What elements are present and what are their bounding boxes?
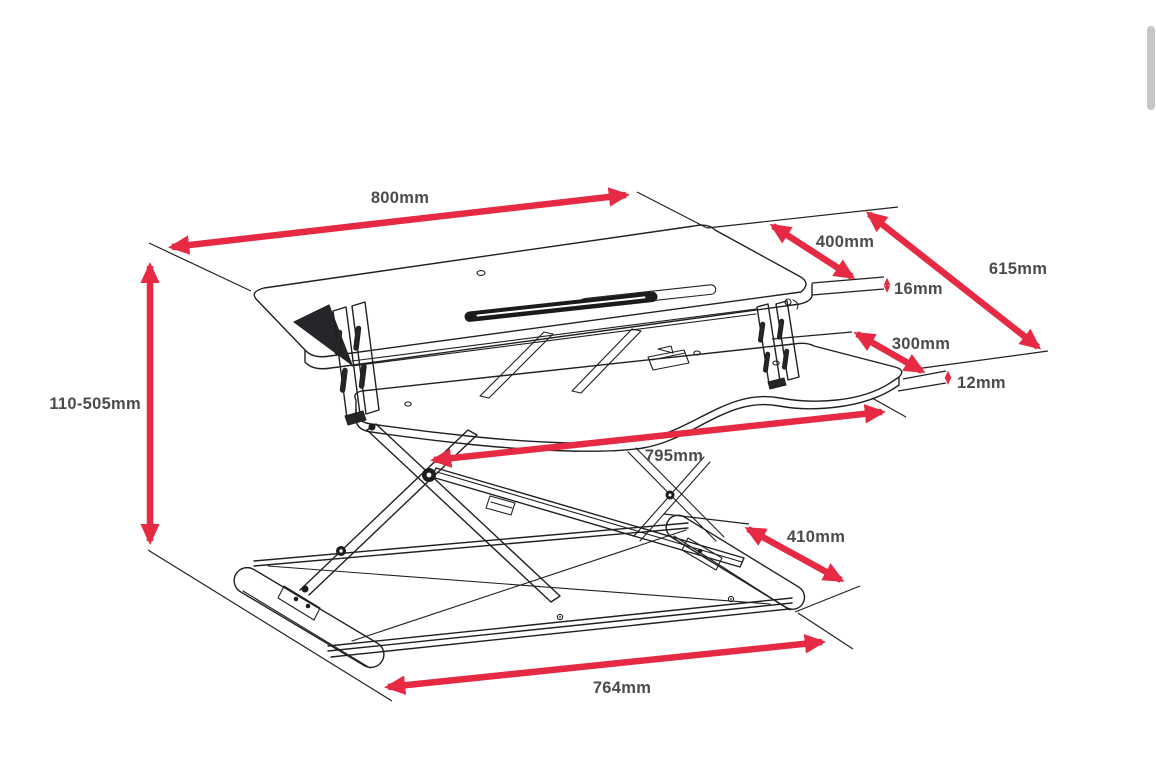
dimension-arrows: [140, 187, 1042, 695]
right-foot: [665, 514, 806, 611]
left-foot: [233, 566, 385, 669]
lift-arm-braces: [479, 328, 690, 399]
dim-tray-width-label: 795mm: [645, 447, 703, 465]
dim-top-width-label: 800mm: [371, 189, 429, 207]
dim-tray-thickness-label: 12mm: [957, 374, 1006, 392]
scissor-lift-legs: [299, 423, 725, 603]
dimension-labels: 800mm 400mm 615mm 16mm 300mm 12mm 110-50…: [49, 189, 1047, 697]
right-support-bracket: [756, 298, 800, 390]
dim-top-depth-arrow: [769, 223, 856, 280]
extension-lines: [147, 191, 1049, 702]
dim-top-thickness-label: 16mm: [894, 280, 943, 298]
dim-base-width-label: 764mm: [593, 679, 651, 697]
scrollbar-thumb[interactable]: [1147, 26, 1155, 110]
keyboard-tray: [354, 342, 903, 452]
dim-overall-depth-arrow: [865, 211, 1042, 350]
dim-base-width-arrow: [384, 634, 826, 695]
dim-tray-depth-arrow: [853, 331, 926, 374]
dim-tray-width-arrow: [430, 404, 886, 468]
grommet-hole: [476, 270, 486, 276]
dim-height-range-label: 110-505mm: [49, 395, 141, 413]
dim-top-depth-label: 400mm: [816, 233, 874, 251]
dim-base-depth-arrow: [744, 526, 845, 583]
dim-tray-depth-label: 300mm: [892, 335, 950, 353]
dim-overall-depth-label: 615mm: [989, 260, 1047, 278]
tablet-slot: [464, 284, 717, 322]
desk-top-surface: [253, 224, 813, 370]
dim-base-depth-label: 410mm: [787, 528, 845, 546]
dim-top-width-arrow: [168, 187, 630, 255]
left-support-bracket: [293, 301, 380, 426]
tray-support-bar: [351, 308, 757, 367]
